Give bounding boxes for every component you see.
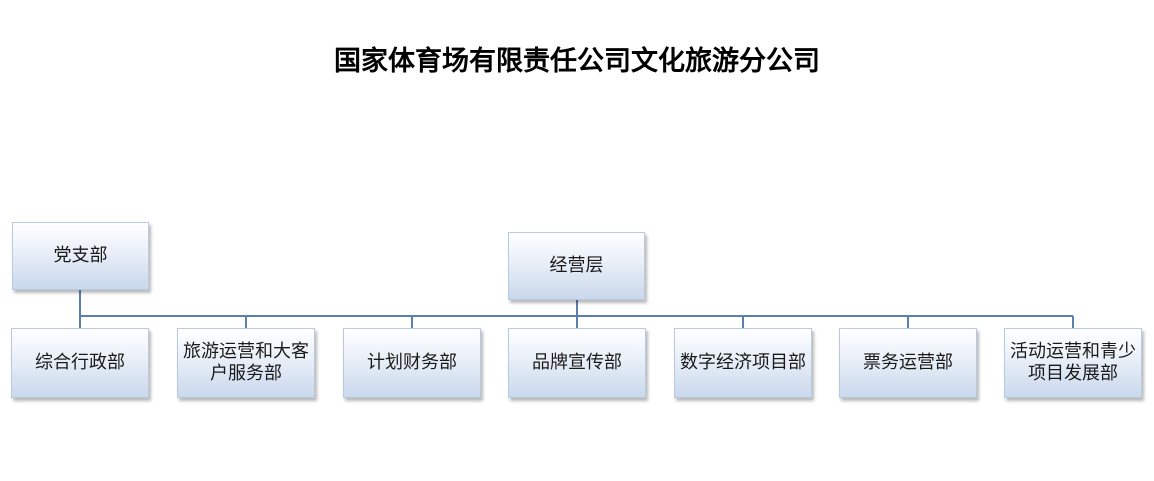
party-branch-box: 党支部 (12, 222, 149, 290)
dept-label: 活动运营和青少项目发展部 (1010, 341, 1136, 384)
dept-box-brand: 品牌宣传部 (508, 328, 646, 398)
management-box: 经营层 (508, 232, 645, 300)
management-label: 经营层 (549, 255, 604, 276)
dept-box-tourism: 旅游运营和大客户服务部 (177, 328, 315, 398)
page-title: 国家体育场有限责任公司文化旅游分公司 (334, 46, 820, 77)
dept-box-digital: 数字经济项目部 (674, 328, 812, 398)
dept-box-ticketing: 票务运营部 (839, 328, 977, 398)
dept-label: 综合行政部 (35, 352, 125, 373)
dept-label: 计划财务部 (367, 352, 457, 373)
dept-label: 数字经济项目部 (680, 352, 806, 373)
dept-box-finance: 计划财务部 (343, 328, 481, 398)
dept-label: 票务运营部 (863, 352, 953, 373)
dept-box-admin: 综合行政部 (11, 328, 149, 398)
dept-label: 旅游运营和大客户服务部 (183, 341, 309, 384)
party-branch-label: 党支部 (53, 245, 108, 266)
dept-label: 品牌宣传部 (532, 352, 622, 373)
dept-box-events: 活动运营和青少项目发展部 (1004, 328, 1142, 398)
